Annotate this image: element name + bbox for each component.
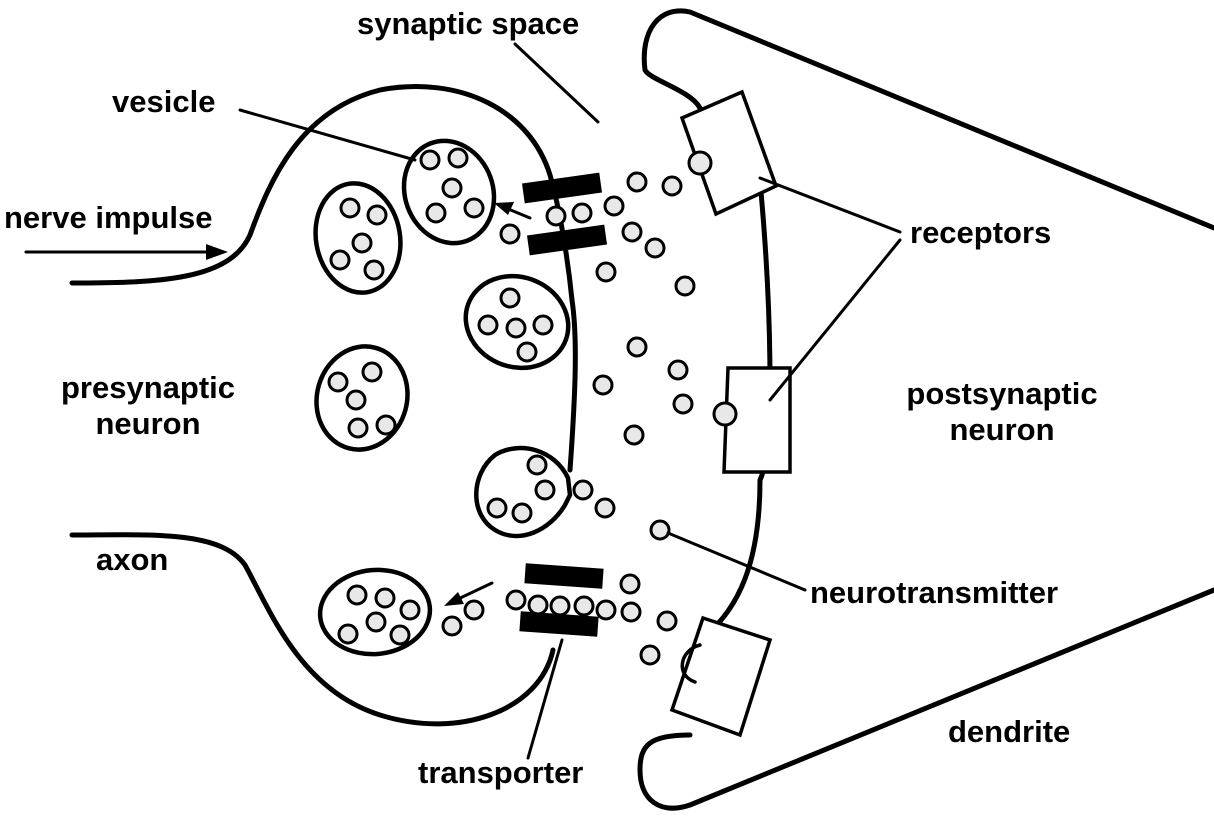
presynaptic-membrane-middle bbox=[567, 297, 578, 473]
postsynaptic-membrane bbox=[637, 8, 1214, 811]
reuptake-arrow-lower bbox=[444, 581, 494, 606]
free-neurotransmitters bbox=[441, 171, 696, 666]
vesicle-contents bbox=[327, 147, 556, 646]
label-neurotransmitter: neurotransmitter bbox=[810, 575, 1058, 610]
synaptic-space-leader bbox=[513, 42, 600, 124]
label-receptors: receptors bbox=[910, 215, 1051, 250]
label-postsynaptic-line2: neuron bbox=[949, 412, 1054, 447]
transporter-lower bbox=[519, 563, 604, 637]
transporter-leader bbox=[526, 638, 564, 760]
label-presynaptic-line1: presynaptic bbox=[61, 370, 235, 405]
receptor-middle bbox=[712, 366, 792, 474]
label-axon: axon bbox=[96, 542, 168, 577]
label-presynaptic-line2: neuron bbox=[95, 406, 200, 441]
label-postsynaptic-line1: postsynaptic bbox=[906, 376, 1097, 411]
label-nerve-impulse: nerve impulse bbox=[4, 200, 212, 235]
neurotransmitter-leader bbox=[666, 531, 807, 592]
receptor-top bbox=[679, 89, 779, 217]
label-transporter: transporter bbox=[418, 755, 583, 790]
receptors-leader-bottom bbox=[768, 238, 902, 402]
receptor-bottom bbox=[669, 615, 773, 738]
reuptake-arrow-upper bbox=[494, 202, 532, 220]
label-vesicle: vesicle bbox=[112, 84, 215, 119]
nerve-impulse-arrow bbox=[24, 244, 228, 260]
label-dendrite: dendrite bbox=[948, 714, 1070, 749]
presynaptic-membrane-lower bbox=[69, 532, 556, 727]
label-synaptic-space: synaptic space bbox=[357, 6, 579, 41]
vesicle-leader bbox=[238, 108, 417, 162]
transporter-upper bbox=[521, 172, 608, 256]
receptors-leader-top bbox=[758, 176, 902, 234]
